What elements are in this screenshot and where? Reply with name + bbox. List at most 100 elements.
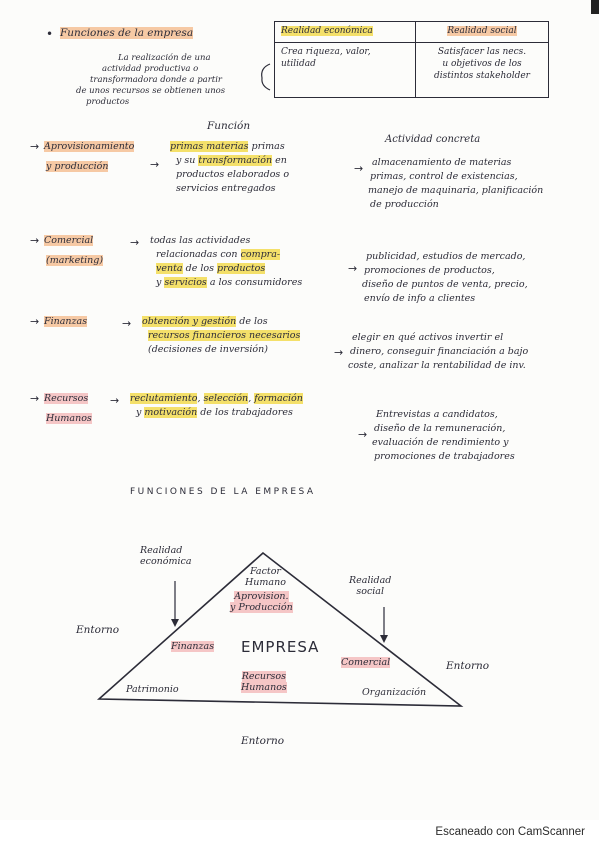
summary-table: Realidad económica Realidad social Crea … — [274, 21, 549, 98]
activity-line: almacenamiento de materias — [372, 157, 512, 168]
function-name-line: Recursos — [44, 392, 89, 405]
label-line: Factor — [249, 566, 281, 577]
label-line: Finanzas — [171, 641, 215, 652]
function-description-segment: venta — [156, 263, 183, 274]
label-entorno-bottom: Entorno — [241, 735, 285, 747]
function-description-segment: todas las actividades — [150, 235, 251, 246]
label-line: Humanos — [241, 682, 287, 693]
table-body-cell: Crea riqueza, valor, utilidad — [274, 42, 416, 98]
page-title: Funciones de la empresa — [60, 27, 194, 40]
arrow-right-icon: → — [122, 317, 132, 330]
function-description-segment: transformación — [198, 155, 273, 166]
activity-line: manejo de maquinaria, planificación — [368, 185, 544, 196]
activity-line: publicidad, estudios de mercado, — [366, 251, 526, 262]
table-body-cell: Satisfacer las necs. u objetivos de los … — [415, 42, 549, 98]
definition-line: transformadora donde a partir — [90, 75, 222, 85]
label-patrimonio: Patrimonio — [126, 684, 179, 695]
function-description-segment: de los — [236, 316, 268, 327]
arrow-right-icon: → — [110, 394, 120, 407]
label-line: económica — [140, 556, 192, 567]
scanner-watermark: Escaneado con CamScanner — [435, 826, 585, 838]
activity-line: promociones de trabajadores — [374, 451, 515, 462]
activity-line: diseño de puntos de venta, precio, — [362, 279, 528, 290]
scan-corner-mark — [591, 0, 599, 14]
function-description-line: recursos financieros necesarios — [148, 329, 301, 342]
function-name-text: Finanzas — [44, 316, 88, 327]
label-realidad-economica: Realidad económica — [140, 545, 192, 567]
label-recursos-humanos: Recursos Humanos — [241, 671, 287, 693]
label-line: Comercial — [341, 657, 391, 668]
function-name-text: y producción — [46, 161, 109, 172]
table-header-social: Realidad social — [447, 26, 517, 36]
arrow-right-icon: → — [30, 140, 40, 153]
function-name-line: y producción — [46, 160, 109, 173]
function-description-segment: productos elaborados o — [176, 169, 290, 180]
function-description-segment: productos — [217, 263, 266, 274]
label-line: Aprovision. — [234, 591, 289, 602]
activity-line: evaluación de rendimiento y — [372, 437, 509, 448]
activity-line: de producción — [370, 199, 439, 210]
arrow-economica-head — [171, 619, 179, 627]
diagram-title: FUNCIONES DE LA EMPRESA — [130, 487, 316, 497]
function-description-segment: reclutamiento — [130, 393, 198, 404]
function-description-line: reclutamiento, selección, formación — [130, 392, 303, 405]
function-description-line: y servicios a los consumidores — [156, 276, 302, 289]
label-entorno-left: Entorno — [76, 624, 120, 636]
label-line: y Producción — [230, 602, 293, 613]
function-description-segment: de los trabajadores — [197, 407, 293, 418]
function-description-segment: y — [136, 407, 145, 418]
column-heading-funcion: Función — [207, 120, 251, 132]
table-body-line: u objetivos de los — [442, 59, 522, 69]
function-description-segment: selección — [203, 393, 249, 404]
function-description-segment: a los consumidores — [206, 277, 303, 288]
label-factor-humano: Factor Humano — [245, 566, 286, 588]
function-description-line: obtención y gestión de los — [142, 315, 268, 328]
function-description-line: relacionadas con compra- — [156, 248, 281, 261]
function-description-line: servicios entregados — [176, 182, 276, 195]
label-line: Realidad — [349, 575, 392, 586]
label-organizacion: Organización — [362, 687, 427, 698]
definition-line: actividad productiva o — [102, 64, 199, 74]
function-description-line: productos elaborados o — [176, 168, 289, 181]
label-line: Humano — [245, 577, 286, 588]
table-body-line: distintos stakeholder — [434, 71, 530, 81]
definition-line: de unos recursos se obtienen unos — [76, 86, 226, 96]
label-line: Realidad — [140, 545, 183, 556]
arrow-right-icon: → — [358, 428, 368, 441]
function-description-segment: de los — [182, 263, 217, 274]
arrow-right-icon: → — [354, 162, 364, 175]
function-description-line: y motivación de los trabajadores — [136, 406, 293, 419]
bullet: • — [46, 27, 54, 41]
function-name-line: Aprovisionamiento — [44, 140, 135, 153]
function-description-segment: compra- — [240, 249, 281, 260]
arrow-right-icon: → — [348, 262, 358, 275]
label-finanzas: Finanzas — [171, 641, 215, 652]
column-heading-actividad: Actividad concreta — [385, 134, 481, 145]
function-description-segment: primas materias — [170, 141, 249, 152]
activity-line: envío de info a clientes — [364, 293, 476, 304]
arrow-right-icon: → — [150, 158, 160, 171]
arrow-right-icon: → — [334, 346, 344, 359]
arrow-right-icon: → — [130, 236, 140, 249]
label-comercial: Comercial — [341, 657, 391, 668]
activity-line: diseño de la remuneración, — [374, 423, 506, 434]
function-description-segment: servicios entregados — [176, 183, 276, 194]
function-description-line: (decisiones de inversión) — [148, 343, 268, 356]
activity-line: primas, control de existencias, — [370, 171, 518, 182]
activity-line: promociones de productos, — [364, 265, 495, 276]
function-name-line: Comercial — [44, 234, 94, 247]
function-name-text: Comercial — [44, 235, 94, 246]
function-description-segment: recursos financieros necesarios — [148, 330, 301, 341]
function-description-line: todas las actividades — [150, 234, 250, 247]
triangle-shape — [96, 551, 464, 707]
function-name-line: Humanos — [46, 412, 92, 425]
function-name-text: (marketing) — [46, 255, 104, 266]
activity-line: coste, analizar la rentabilidad de inv. — [348, 360, 526, 371]
function-description-segment: relacionadas con — [156, 249, 241, 260]
function-description-segment: en — [272, 155, 287, 166]
function-description-segment: formación — [254, 393, 303, 404]
function-description-segment: servicios — [164, 277, 207, 288]
function-name-line: (marketing) — [46, 254, 104, 267]
function-description-segment: obtención y gestión — [142, 316, 237, 327]
